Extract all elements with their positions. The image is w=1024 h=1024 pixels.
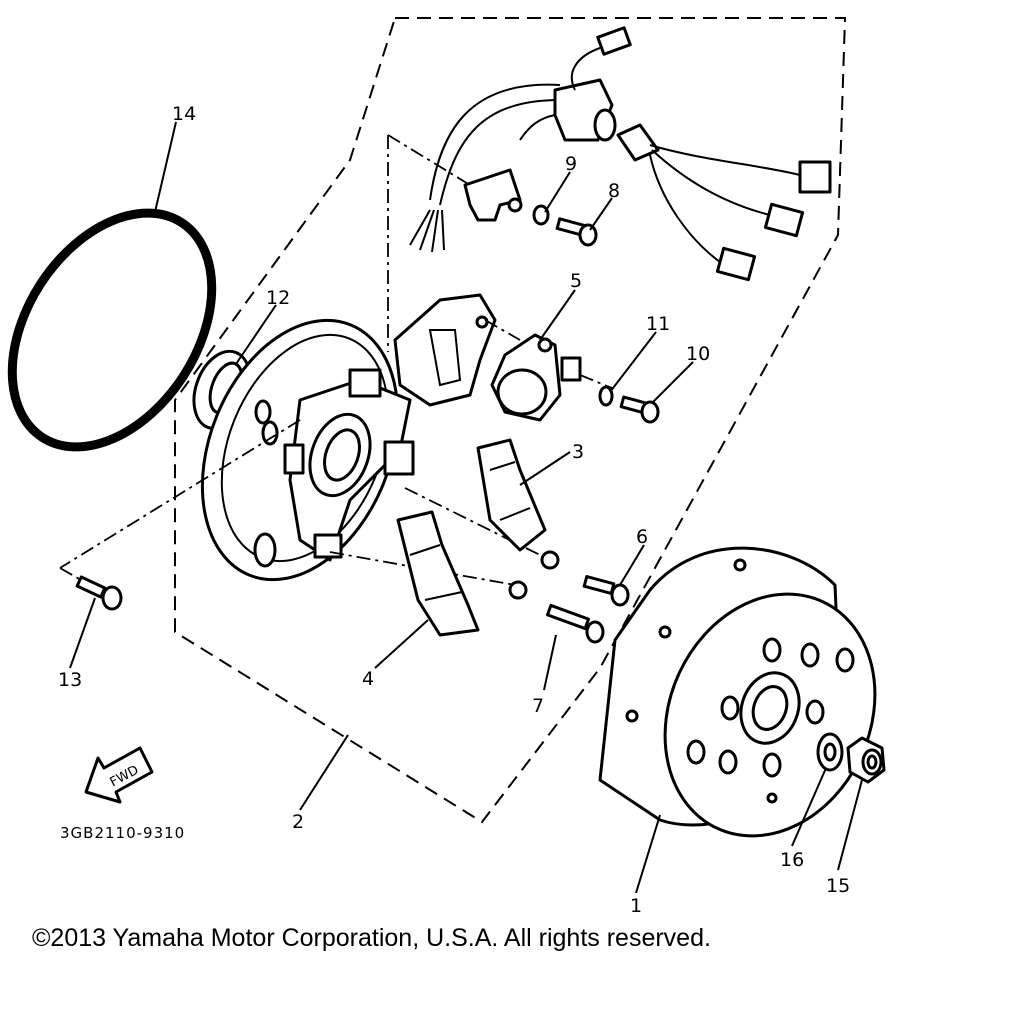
fwd-arrow: FWD	[84, 746, 154, 804]
screw-10	[619, 395, 660, 424]
callout-3: 3	[572, 441, 584, 463]
assembly-lines	[59, 134, 613, 589]
stator-assembly-boundary	[174, 17, 847, 824]
callout-5: 5	[570, 270, 582, 292]
callout-7: 7	[532, 695, 544, 717]
wire-harness	[409, 26, 832, 282]
callout-6: 6	[636, 526, 648, 548]
screw-6	[582, 575, 630, 607]
callout-4: 4	[362, 668, 374, 690]
screw-13	[75, 575, 123, 611]
stator-plate	[200, 318, 415, 582]
callout-2: 2	[292, 811, 304, 833]
charge-coil	[396, 510, 528, 637]
callout-14: 14	[172, 103, 196, 125]
washer-16	[816, 732, 844, 772]
washer-11	[598, 385, 614, 407]
callout-1: 1	[630, 895, 642, 917]
callout-9: 9	[565, 153, 577, 175]
o-ring	[7, 208, 217, 452]
harness-clamp	[463, 168, 523, 222]
stator-bracket	[393, 293, 497, 407]
flywheel-rotor	[598, 546, 877, 838]
callout-13: 13	[58, 669, 82, 691]
callout-labels: 14 12 5 9 8 10 11 3 6 7 4 13 2 1 16 15	[58, 103, 850, 917]
washer-9	[532, 204, 550, 226]
callout-8: 8	[608, 180, 620, 202]
screw-7	[545, 603, 605, 644]
nut-15	[846, 736, 886, 784]
callout-12: 12	[266, 287, 290, 309]
leader-lines	[69, 121, 863, 894]
lighting-coil	[476, 438, 560, 570]
copyright-notice: ©2013 Yamaha Motor Corporation, U.S.A. A…	[32, 924, 711, 952]
callout-16: 16	[780, 849, 804, 871]
callout-10: 10	[686, 343, 710, 365]
pickup-coil	[490, 333, 582, 422]
screw-8	[555, 217, 598, 247]
drawing-code: 3GB2110-9310	[60, 824, 185, 842]
callout-15: 15	[826, 875, 850, 897]
callout-11: 11	[646, 313, 670, 335]
